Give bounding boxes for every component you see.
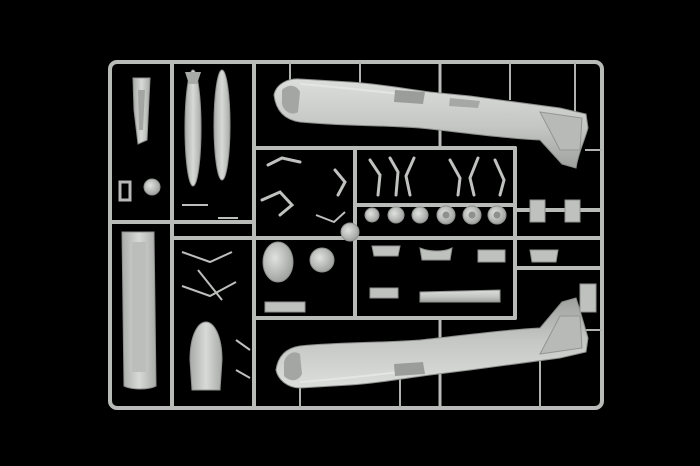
fuselage-half-upper bbox=[273, 78, 589, 169]
landing-gear-parts bbox=[260, 156, 506, 217]
drop-tank-parts bbox=[184, 69, 231, 187]
left-column-parts bbox=[118, 77, 161, 390]
small-wing-parts bbox=[264, 199, 597, 313]
sprue-gates bbox=[289, 62, 602, 408]
wheel-parts bbox=[364, 205, 507, 225]
small-detail-parts bbox=[181, 204, 346, 379]
fuselage-half-lower bbox=[275, 297, 589, 389]
canopy-parts bbox=[189, 222, 360, 391]
